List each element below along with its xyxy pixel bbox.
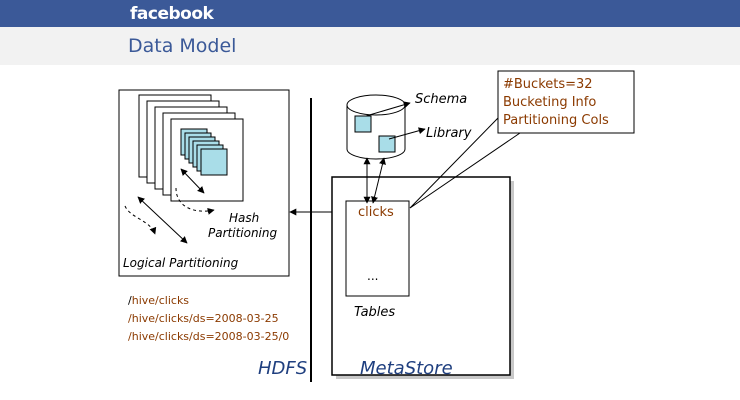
hdfs-path-2: /hive/clicks/ds=2008-03-25	[128, 312, 279, 325]
hash-label-line2: Partitioning	[208, 226, 277, 240]
top-bar: facebook	[0, 0, 740, 27]
tables-ellipsis: ...	[367, 269, 378, 283]
facebook-logo: facebook	[130, 4, 214, 24]
hash-label-line1: Hash	[229, 211, 259, 225]
logical-partitioning-label: Logical Partitioning	[123, 256, 239, 270]
database-cylinder-icon	[346, 94, 406, 160]
tables-label: Tables	[354, 305, 395, 320]
library-arrow	[388, 127, 426, 140]
bucket-info-callout	[497, 70, 635, 134]
callout-partitioning-cols: Partitioning Cols	[503, 113, 609, 128]
hdfs-path-3: /hive/clicks/ds=2008-03-25/0	[128, 330, 289, 343]
hash-dashed-curve	[175, 187, 215, 215]
logical-dashed-curve	[124, 205, 157, 235]
logical-arrow	[137, 196, 188, 244]
tables-box	[345, 200, 410, 297]
hash-arrow	[180, 168, 205, 194]
clicks-table-label: clicks	[358, 205, 394, 220]
callout-buckets: #Buckets=32	[503, 77, 593, 92]
schema-label: Schema	[415, 92, 467, 107]
library-label: Library	[426, 126, 472, 141]
library-clicks-arrow	[371, 157, 386, 204]
callout-bucketing-info: Bucketing Info	[503, 95, 596, 110]
bucket-squares	[180, 128, 228, 176]
callout-pointer	[409, 117, 521, 209]
hdfs-label: HDFS	[258, 358, 307, 379]
metastore-label: MetaStore	[360, 358, 453, 379]
page-title: Data Model	[128, 35, 237, 57]
hdfs-path-1: /hive/clicks	[128, 294, 189, 307]
schema-arrow	[365, 101, 411, 117]
title-bar	[0, 27, 740, 65]
